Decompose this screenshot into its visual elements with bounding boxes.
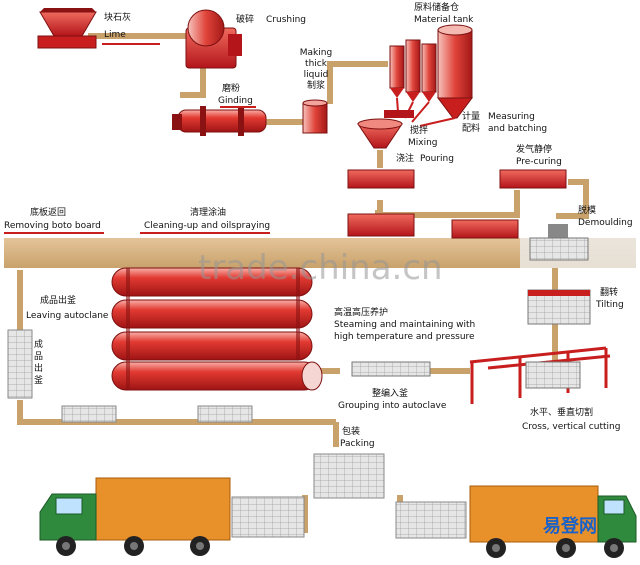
material-tank-label-cn: 原料储备仓 — [414, 3, 460, 13]
demoulding-label-en: Demoulding — [578, 218, 633, 228]
watermark-text: trade.china.cn — [198, 248, 443, 288]
crushing-label-cn: 破碎 — [236, 15, 255, 25]
making-liquid-line-3: liquid — [303, 70, 329, 80]
autoclave-2 — [111, 299, 313, 329]
material-storage-tanks — [384, 24, 473, 127]
mixer — [357, 118, 403, 149]
left-truck — [39, 477, 231, 556]
measuring-label-en: Measuring — [488, 112, 535, 122]
mixing-label-cn: 搅拌 — [410, 126, 429, 136]
autoclave-group — [111, 267, 323, 391]
lime-hopper — [37, 8, 97, 49]
finished-block-stack-vertical — [7, 329, 33, 399]
finished-block-cart-1 — [61, 405, 117, 423]
mixing-label-en: Mixing — [408, 138, 438, 148]
making-liquid-line-4: 制浆 — [306, 81, 325, 91]
return-mould-2 — [451, 219, 519, 239]
cleaning-label-en: Cleaning-up and oilspraying — [144, 221, 271, 231]
tilting-label-cn: 翻转 — [600, 288, 619, 298]
demoulding-label-cn: 脱模 — [578, 206, 597, 216]
batching-label-cn: 配料 — [462, 124, 481, 134]
packing-label-cn: 包装 — [342, 427, 361, 437]
cutting-block — [525, 361, 581, 389]
right-truck — [469, 485, 637, 558]
tilting-label-en: Tilting — [596, 300, 624, 310]
crushing-label-en: Crushing — [266, 15, 306, 25]
making-liquid-line-1: Making — [299, 48, 333, 58]
precuring-label-cn: 发气静停 — [516, 145, 553, 155]
autoclave-4 — [111, 361, 319, 391]
steaming-label-en-1: Steaming and maintaining with — [334, 320, 476, 330]
grinding-label-cn: 磨粉 — [222, 84, 241, 94]
grouping-cart — [351, 361, 431, 377]
grouping-label-en: Grouping into autoclave — [338, 401, 447, 411]
label-underline-grinding — [220, 106, 256, 108]
packing-stack — [231, 453, 467, 539]
grinding-label-en: Ginding — [218, 96, 253, 106]
measuring-label-cn: 计量 — [462, 112, 481, 122]
cutting-label-en: Cross, vertical cutting — [522, 422, 621, 432]
lime-label-cn: 块石灰 — [104, 13, 132, 23]
removing-board-label-cn: 底板返回 — [30, 208, 67, 218]
grouping-label-cn: 整编入釜 — [372, 389, 409, 399]
crusher-machine — [185, 9, 242, 69]
precuring-label-en: Pre-curing — [516, 157, 562, 167]
precuring-mould — [499, 169, 567, 189]
product-out-vertical-3: 出 — [34, 364, 44, 374]
packing-label-en: Packing — [340, 439, 375, 449]
pouring-label-en: Pouring — [420, 154, 454, 164]
material-tank-label-en: Material tank — [414, 15, 474, 25]
return-mould-1 — [347, 213, 415, 237]
autoclave-1 — [111, 267, 313, 297]
grinding-mill — [172, 106, 267, 136]
site-logo: 易登网 — [543, 516, 597, 537]
pouring-label-cn: 浇注 — [396, 154, 415, 164]
batching-label-en: and batching — [488, 124, 548, 134]
cutting-label-cn: 水平、垂直切割 — [530, 408, 594, 418]
slurry-tank — [302, 99, 328, 134]
steaming-label-cn: 高温高压养护 — [334, 308, 389, 318]
autoclave-3 — [111, 331, 313, 361]
label-underline-cleaning — [140, 232, 270, 234]
leaving-autoclave-label-cn: 成品出釜 — [40, 296, 77, 306]
product-out-vertical-2: 品 — [34, 352, 44, 362]
label-underline-removing — [4, 232, 104, 234]
label-underline-lime — [102, 43, 160, 45]
tilting-machine — [527, 289, 591, 325]
removing-board-label-en: Removing boto board — [4, 221, 101, 231]
steaming-label-en-2: high temperature and pressure — [334, 332, 475, 342]
product-out-vertical-4: 釜 — [34, 376, 44, 386]
finished-block-cart-2 — [197, 405, 253, 423]
making-liquid-line-2: thick — [305, 59, 327, 69]
pouring-mould — [347, 169, 415, 189]
lime-label-en: Lime — [104, 30, 126, 40]
cleaning-label-cn: 清理涂油 — [190, 208, 227, 218]
product-out-vertical-1: 成 — [34, 340, 44, 350]
demoulding-crane — [529, 224, 589, 261]
leaving-autoclave-label-en: Leaving autoclane — [26, 311, 109, 321]
